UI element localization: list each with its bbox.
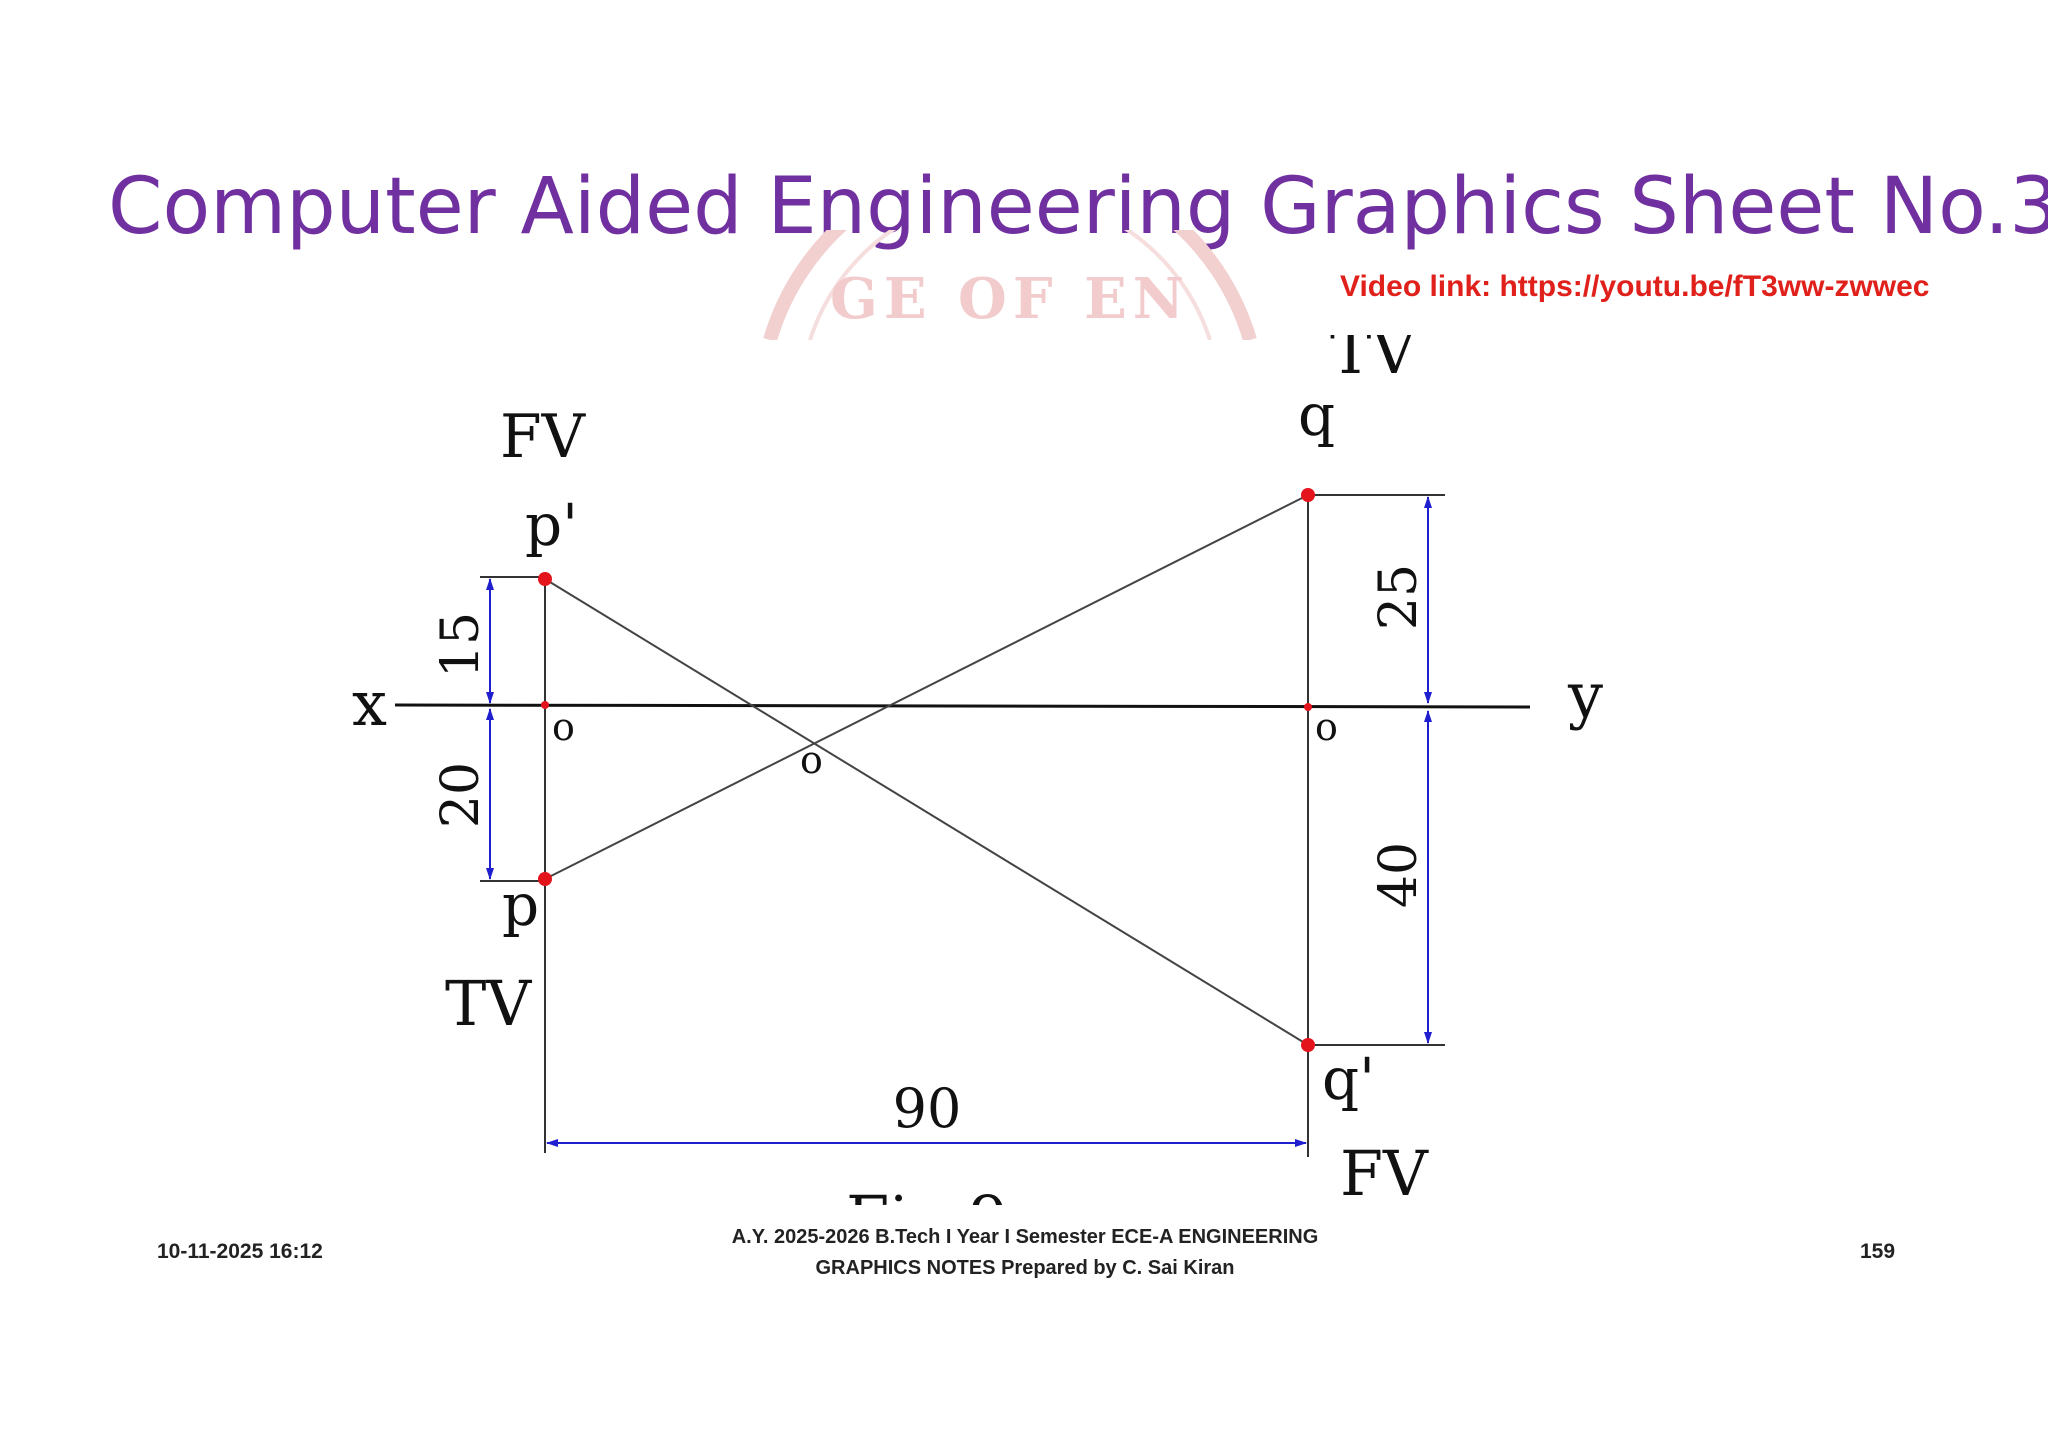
page-number: 159: [1860, 1240, 1896, 1263]
label-fv-top: FV: [500, 402, 587, 472]
figure-caption: Fig 9: [846, 1182, 1008, 1210]
dim-label-40: 40: [1369, 842, 1429, 908]
label-fv-bottom: FV: [1340, 1137, 1429, 1210]
video-link[interactable]: Video link: https://youtu.be/fT3ww-zwwec: [1340, 270, 1930, 303]
dim-label-15: 15: [431, 612, 491, 678]
point-q-prime: [1301, 1038, 1315, 1052]
label-p-prime: p': [525, 491, 578, 559]
projection-diagram: FV p' p TV TV q q' FV x y o o o 15 20 25…: [340, 315, 1630, 1210]
footer-line-1: A.Y. 2025-2026 B.Tech I Year I Semester …: [731, 1226, 1319, 1248]
label-y: y: [1567, 659, 1603, 732]
point-p: [538, 872, 552, 886]
label-p: p: [502, 871, 539, 939]
slide-title: Computer Aided Engineering Graphics Shee…: [108, 162, 2048, 252]
xy-line: [394, 703, 1531, 709]
label-tv-left: TV: [445, 967, 532, 1040]
footer-date: 10-11-2025 16:12: [157, 1240, 323, 1263]
svg-text:GE OF EN: GE OF EN: [830, 266, 1190, 332]
label-o-right: o: [1315, 705, 1338, 749]
label-o-left: o: [552, 705, 575, 749]
footer-line-2: GRAPHICS NOTES Prepared by C. Sai Kiran: [815, 1257, 1235, 1279]
label-q: q: [1298, 381, 1335, 449]
dim-label-90: 90: [893, 1077, 962, 1140]
dim-label-25: 25: [1369, 564, 1429, 630]
line-p-to-q: [544, 494, 1309, 880]
line-pprime-to-qprime: [544, 578, 1309, 1046]
point-o-right: [1304, 703, 1312, 711]
dim-label-20: 20: [431, 762, 491, 828]
label-o-mid: o: [800, 738, 823, 782]
point-p-prime: [538, 572, 552, 586]
footer-course-info: A.Y. 2025-2026 B.Tech I Year I Semester …: [680, 1222, 1370, 1284]
college-seal-watermark: GE OF EN: [740, 230, 1280, 340]
label-tv-top: TV: [1330, 335, 1417, 388]
point-q: [1301, 488, 1315, 502]
label-x: x: [352, 667, 387, 740]
point-o-left: [541, 701, 549, 709]
label-q-prime: q': [1322, 1045, 1375, 1113]
